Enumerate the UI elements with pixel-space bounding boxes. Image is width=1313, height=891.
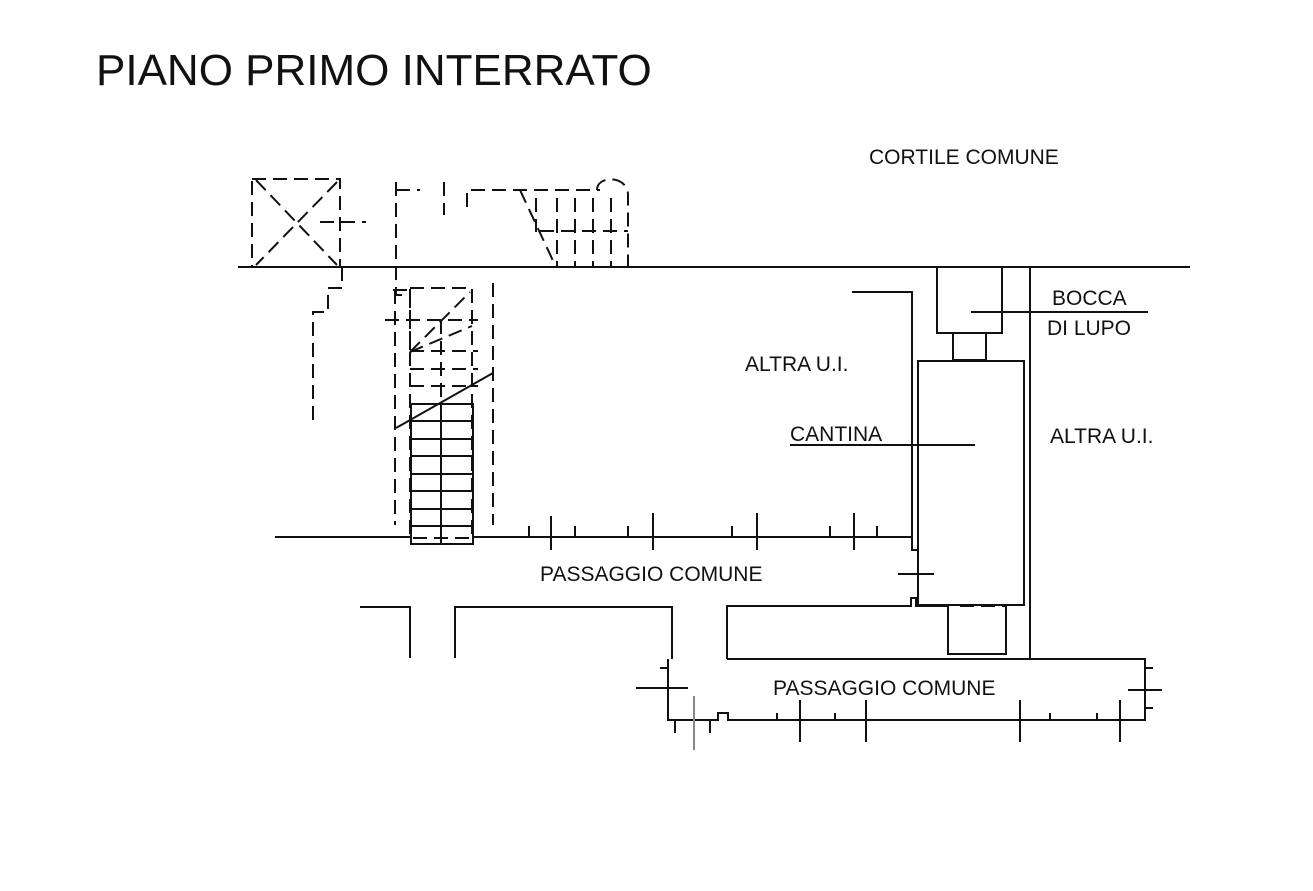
upper-floor-dashed-outlines: [251, 178, 629, 539]
cantina-walls: [726, 266, 1031, 659]
label-altra-ui-right: ALTRA U.I.: [1050, 425, 1153, 448]
plan-title: PIANO PRIMO INTERRATO: [96, 46, 652, 95]
lower-passage-walls: [636, 658, 1162, 750]
stair-cut-line: [395, 372, 494, 429]
passage-wall: [275, 513, 912, 550]
label-passaggio-comune-upper: PASSAGGIO COMUNE: [540, 563, 762, 586]
label-altra-ui-left: ALTRA U.I.: [745, 353, 848, 376]
staircase: [410, 403, 474, 545]
lower-walls: [360, 606, 673, 659]
label-di-lupo: DI LUPO: [1047, 317, 1131, 340]
label-cantina: CANTINA: [790, 423, 882, 446]
label-passaggio-comune-lower: PASSAGGIO COMUNE: [773, 677, 995, 700]
label-cortile-comune: CORTILE COMUNE: [869, 146, 1059, 169]
label-bocca: BOCCA: [1052, 287, 1127, 310]
